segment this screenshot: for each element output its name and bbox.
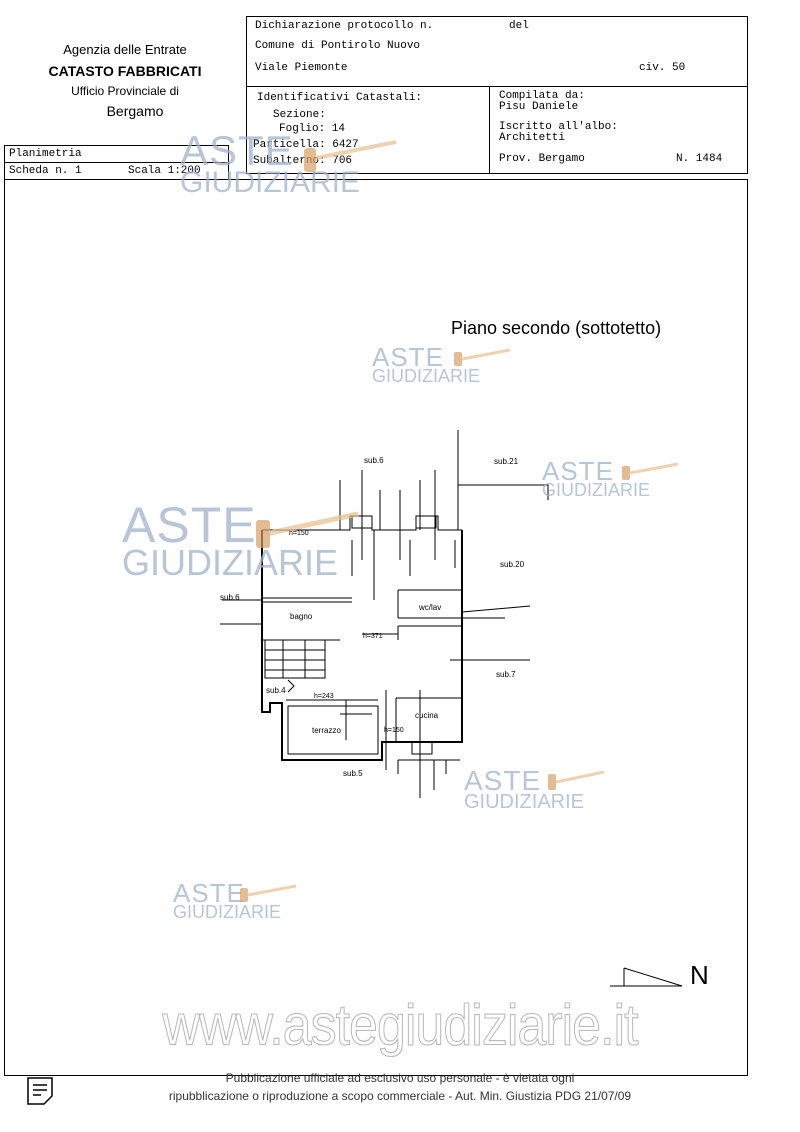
del-label: del [509, 20, 529, 32]
protocollo-label: Dichiarazione protocollo n. [255, 20, 434, 32]
particella-label: Particella: 6427 [253, 139, 359, 151]
label-h150-top: h=150 [289, 530, 309, 537]
label-h371: h=371 [363, 633, 383, 640]
identificativi-box: Identificativi Catastali: Sezione: Fogli… [246, 86, 490, 174]
watermark-logo-4: ASTE GIUDIZIARIE [122, 497, 339, 583]
label-sub6-left: sub.6 [220, 593, 240, 602]
scala-label: Scala 1:200 [128, 165, 201, 177]
drawing-frame [4, 179, 748, 1076]
label-terrazzo: terrazzo [312, 726, 341, 735]
planimetria-label: Planimetria [9, 148, 82, 160]
declaration-box: Dichiarazione protocollo n. del Comune d… [246, 16, 748, 87]
gavel-icon [454, 348, 511, 366]
provincia-label: Bergamo [106, 103, 164, 119]
agency-name: Agenzia delle Entrate [63, 42, 187, 57]
label-cucina: cucina [415, 711, 439, 720]
label-sub5: sub.5 [343, 769, 363, 778]
gavel-icon [304, 140, 397, 172]
identificativi-title: Identificativi Catastali: [257, 92, 423, 104]
scheda-label: Scheda n. 1 [9, 165, 82, 177]
iscritto-label: Iscritto all'albo: [499, 121, 618, 133]
sezione-label: Sezione: [273, 109, 326, 121]
footer-line-1: Pubblicazione ufficiale ad esclusivo uso… [225, 1071, 575, 1085]
ufficio-label: Ufficio Provinciale di [71, 84, 179, 98]
numero-label: N. 1484 [676, 153, 723, 165]
compilata-box: Compilata da: Pisu Daniele Iscritto all'… [489, 86, 748, 174]
gavel-icon [256, 511, 359, 548]
comune-label: Comune di Pontirolo Nuovo [255, 40, 421, 52]
gavel-icon [548, 770, 605, 790]
plan-title: Piano secondo (sottotetto) [451, 318, 662, 338]
label-sub7: sub.7 [496, 670, 516, 679]
compilata-label: Compilata da: [499, 90, 585, 102]
gavel-icon [622, 462, 679, 480]
label-h150-bottom: h=150 [384, 727, 404, 734]
label-sub4: sub.4 [266, 686, 286, 695]
site-watermark: www.astegiudiziarie.it [162, 994, 639, 1059]
label-sub21: sub.21 [494, 457, 519, 466]
watermark-logo-1: ASTE GIUDIZIARIE [180, 127, 361, 199]
watermark-logo-6: ASTE GIUDIZIARIE [173, 878, 282, 922]
document-lines-icon[interactable] [26, 1076, 56, 1106]
compilata-name: Pisu Daniele [499, 101, 579, 113]
albo-label: Architetti [499, 132, 566, 144]
label-sub20: sub.20 [500, 560, 525, 569]
watermark-logo-5: ASTE GIUDIZIARIE [464, 765, 585, 813]
watermark-logo-2: ASTE GIUDIZIARIE [372, 342, 481, 386]
label-h243: h=243 [314, 693, 334, 700]
subalterno-label: Subalterno: 706 [253, 155, 353, 167]
foglio-label: Foglio: 14 [279, 123, 346, 135]
gavel-icon [240, 884, 297, 902]
catasto-title: CATASTO FABBRICATI [48, 63, 202, 79]
watermark-logo-3: ASTE GIUDIZIARIE [542, 456, 651, 500]
footer-line-2: ripubblicazione o riproduzione a scopo c… [168, 1089, 632, 1103]
via-label: Viale Piemonte [255, 62, 348, 74]
north-label: N [690, 960, 709, 990]
label-bagno: bagno [290, 612, 313, 621]
prov-label: Prov. Bergamo [499, 153, 585, 165]
civico-label: civ. 50 [639, 62, 686, 74]
label-wclav: wc/lav [419, 603, 442, 612]
label-sub6-top: sub.6 [364, 456, 384, 465]
